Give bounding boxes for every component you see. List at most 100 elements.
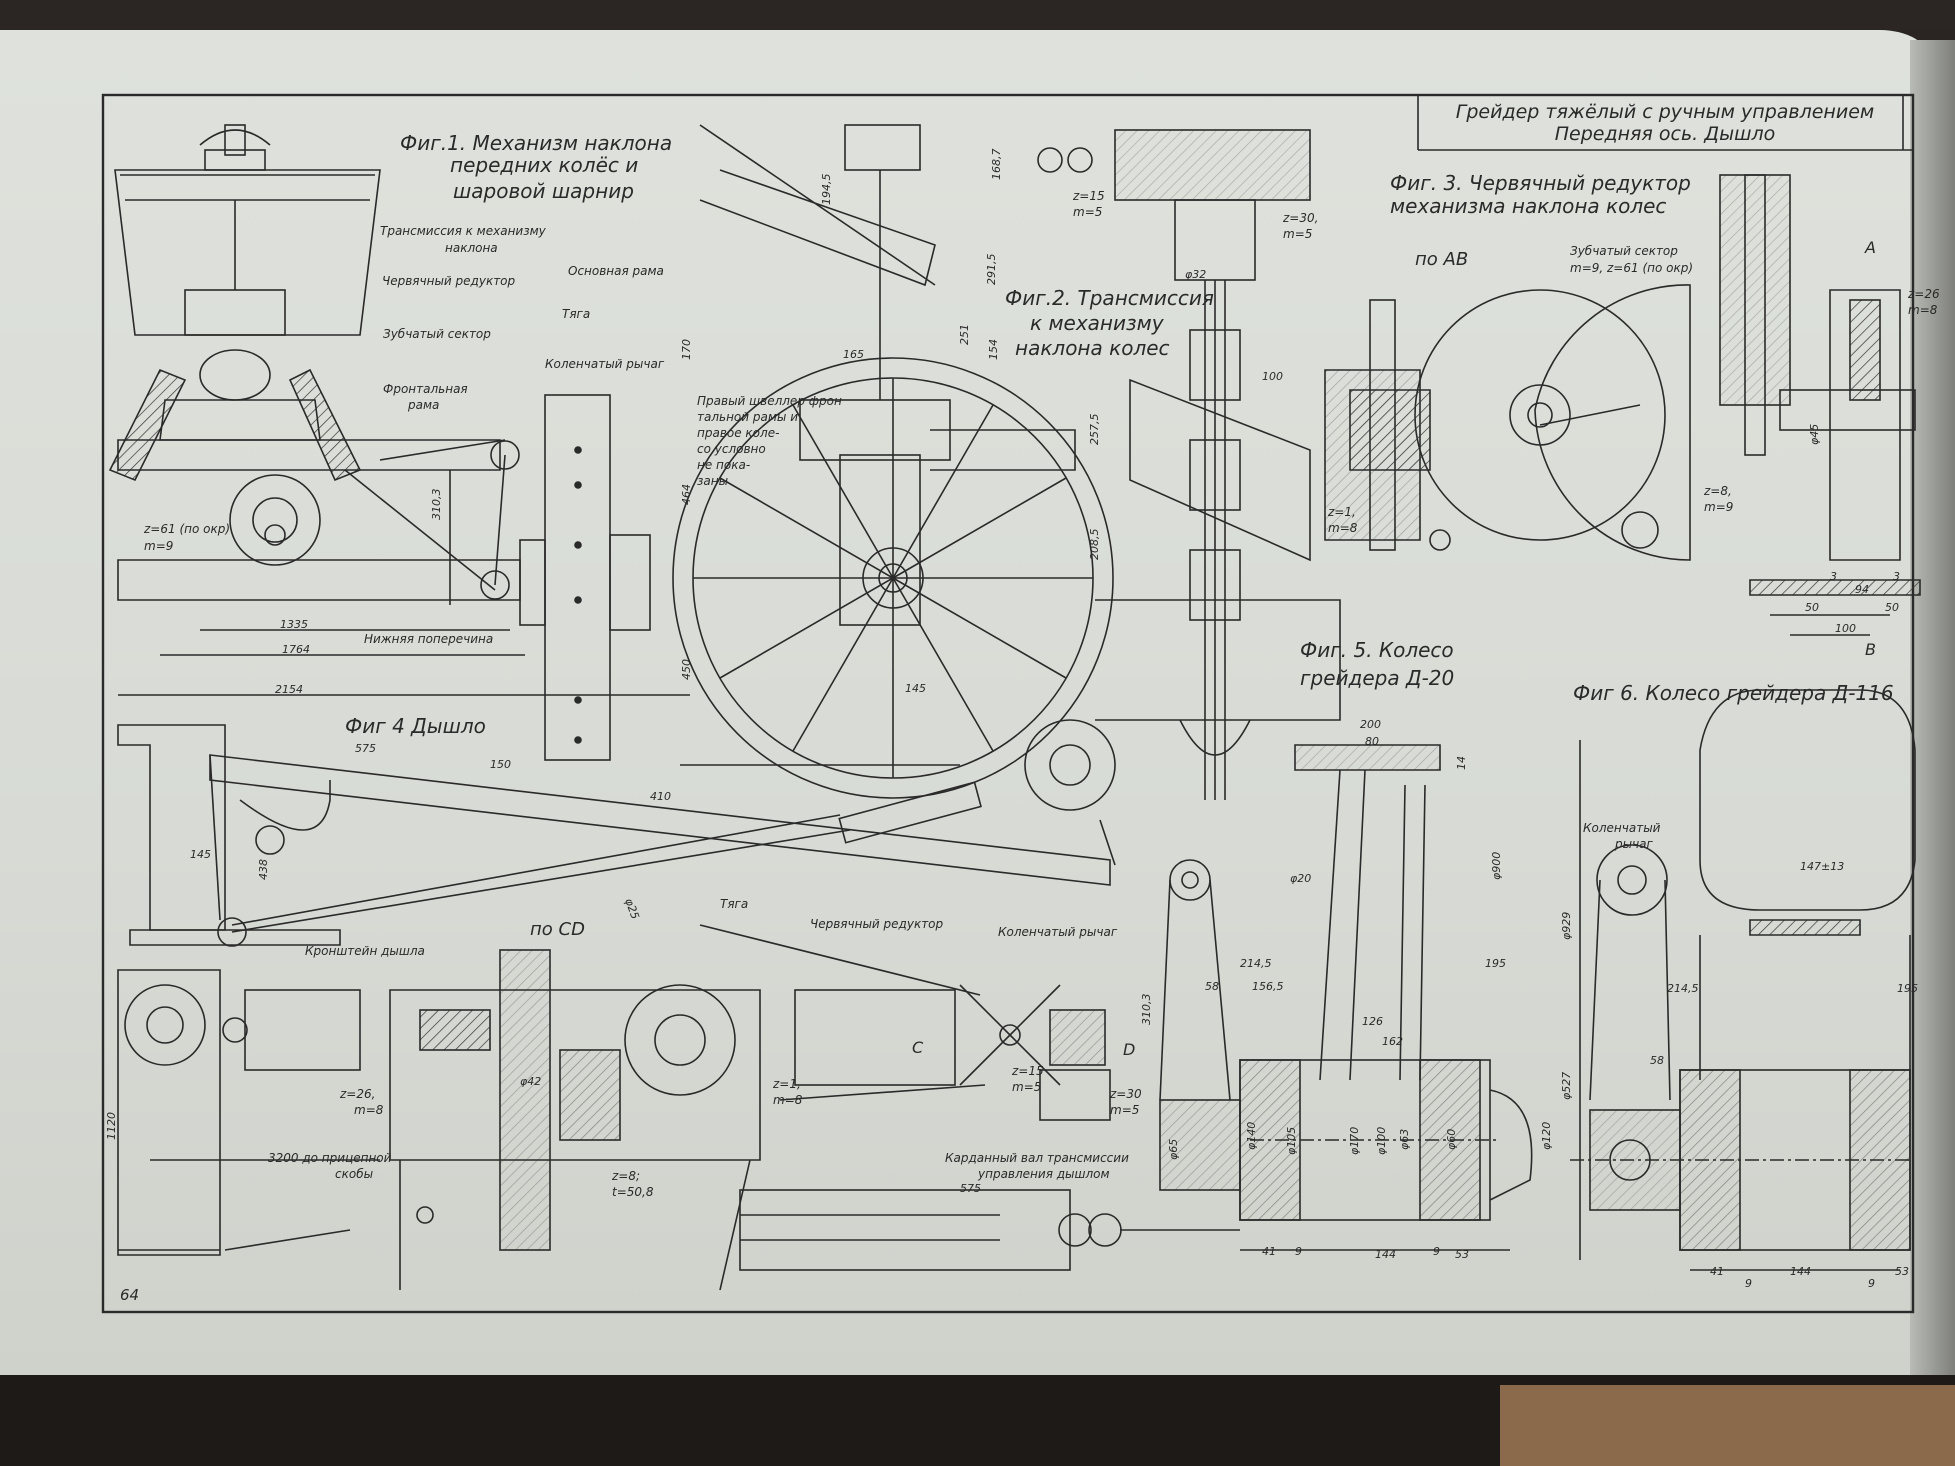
fig2-shaft	[1037, 129, 1341, 800]
fig2-text: Фиг.2. Трансмиссия к механизму наклона к…	[568, 149, 1358, 696]
fig4-label: z=8;	[611, 1169, 640, 1183]
title-line2: Передняя ось. Дышло	[1555, 123, 1776, 145]
fig6-dim: 144	[1790, 1265, 1811, 1278]
fig2-note: тальной рамы и	[697, 410, 798, 424]
fig2-label: z=15	[1072, 189, 1105, 203]
fig6-dim: φ929	[1560, 912, 1573, 940]
fig4-label: Карданный вал трансмиссии	[945, 1151, 1129, 1165]
fig4-drawbar	[117, 719, 1116, 947]
fig5-dim: 214,5	[1240, 957, 1272, 970]
fig3-label: m=9	[1704, 500, 1733, 514]
fig5-dim: 41	[1262, 1245, 1276, 1258]
fig5-dim: φ63	[1398, 1129, 1411, 1150]
fig5-dim: 14	[1455, 756, 1468, 770]
fig4-label: управления дышлом	[977, 1167, 1110, 1181]
fig1-label: рама	[407, 398, 439, 412]
fig6-dim: 214,5	[1667, 982, 1699, 995]
fig6-label: Коленчатый	[1583, 821, 1661, 835]
fig4-label: z=15	[1011, 1064, 1044, 1078]
fig5-text: Фиг. 5. Колесо грейдера Д-20 200 80 14 φ…	[1140, 638, 1553, 1261]
fig5-dim: 310,3	[1140, 994, 1153, 1026]
fig3-section	[1719, 174, 1921, 636]
fig6-dim: 41	[1710, 1265, 1724, 1278]
fig6-text: Фиг 6. Колесо грейдера Д-116 Коленчатый …	[1560, 681, 1918, 1290]
fig2-label: m=5	[1073, 205, 1102, 219]
fig3-caption-1: Фиг. 3. Червячный редуктор	[1390, 171, 1691, 195]
fig1-dim: 1764	[282, 643, 310, 656]
background-top	[0, 0, 1955, 30]
fig1-label: Фронтальная	[383, 382, 468, 396]
fig3-dim: 3	[1893, 570, 1900, 583]
fig5-dim: φ105	[1285, 1127, 1298, 1155]
fig4-dim: 438	[257, 859, 270, 880]
page-number: 64	[120, 1286, 139, 1304]
fig2-note: не пока-	[697, 458, 750, 472]
fig2-note: заны	[697, 474, 728, 488]
fig5-dim: 53	[1455, 1248, 1469, 1261]
fig5-dim: 9	[1295, 1245, 1302, 1258]
fig6-dim: φ527	[1560, 1072, 1573, 1100]
fig5-caption-1: Фиг. 5. Колесо	[1300, 638, 1454, 662]
fig1-caption-3: шаровой шарнир	[453, 179, 634, 203]
fig2-dim: 291,5	[985, 254, 998, 286]
fig3-label: m=9, z=61 (по окр)	[1570, 261, 1693, 275]
fig4-label: m=5	[1012, 1080, 1041, 1094]
fig2-dim: 208,5	[1088, 529, 1101, 561]
fig5-dim: 9	[1433, 1245, 1440, 1258]
fig2-note: Правый швеллер фрон	[697, 394, 842, 408]
fig3-label: z=26	[1907, 287, 1940, 301]
sheet-border	[101, 93, 1915, 1314]
fig1-label: Тяга	[562, 307, 590, 321]
fig1-caption-2: передних колёс и	[450, 153, 638, 177]
fig4-chain	[699, 924, 1240, 1271]
wheel-spokes	[693, 378, 1093, 778]
fig2-label: z=1,	[1327, 505, 1356, 519]
fig2-label: m=5	[1283, 227, 1312, 241]
fig3-view: по АВ	[1415, 249, 1468, 270]
fig5-dim: φ120	[1540, 1122, 1553, 1150]
fig6-dim: 58	[1650, 1054, 1664, 1067]
fig3-section-b: B	[1865, 640, 1876, 659]
fig2-caption-1: Фиг.2. Трансмиссия	[1005, 286, 1214, 310]
fig4-dim: 575	[355, 742, 376, 755]
fig2-wheel	[672, 124, 1114, 799]
fig1-label: m=9	[144, 539, 173, 553]
fig3-caption-2: механизма наклона колес	[1390, 194, 1666, 218]
fig4-label: m=8	[773, 1093, 803, 1107]
fig1-text: Фиг.1. Механизм наклона передних колёс и…	[143, 131, 672, 696]
fig3-dim: 3	[1830, 570, 1837, 583]
page-curl	[1910, 40, 1955, 1380]
fig2-dim: 168,7	[990, 149, 1003, 181]
fig4-dim: φ42	[520, 1075, 541, 1088]
fig4-dim: 150	[490, 758, 511, 771]
fig2-label: Основная рама	[568, 264, 664, 278]
fig2-caption-2: к механизму	[1030, 311, 1165, 335]
title-block-text: Грейдер тяжёлый с ручным управлением Пер…	[1456, 101, 1874, 145]
fig5-dim: 156,5	[1252, 980, 1284, 993]
fig4-dim: 575	[960, 1182, 981, 1195]
fig2-dim: 170	[680, 339, 693, 360]
fig2-note: со условно	[697, 442, 766, 456]
fig4-plan	[117, 969, 380, 1256]
fig4-label: m=5	[1110, 1103, 1139, 1117]
desk-surface	[1500, 1385, 1955, 1466]
fig4-section-d: D	[1123, 1040, 1135, 1059]
fig2-dim: 145	[905, 682, 926, 695]
fig5-dim: 195	[1485, 957, 1506, 970]
fig3-dim: 50	[1885, 601, 1899, 614]
fig2-note: правое коле-	[697, 426, 779, 440]
fig1-drawing	[108, 124, 690, 696]
fig4-label: t=50,8	[612, 1185, 654, 1199]
fig6-dim: 147±13	[1800, 860, 1844, 873]
fig5-caption-2: грейдера Д-20	[1300, 666, 1454, 690]
fig4-section-cd	[389, 949, 761, 1291]
fig1-label: Трансмиссия к механизму	[380, 224, 547, 238]
fig4-text: Фиг 4 Дышло по CD Тяга Кронштейн дышла Ч…	[105, 714, 1142, 1199]
fig5-dim: 144	[1375, 1248, 1396, 1261]
fig4-dim: φ25	[622, 897, 641, 921]
fig6-dim: 53	[1895, 1265, 1909, 1278]
fig5-dim: φ900	[1490, 852, 1503, 880]
fig4-caption: Фиг 4 Дышло	[345, 714, 486, 738]
fig5-dim: 58	[1205, 980, 1219, 993]
fig5-wheel	[1159, 744, 1533, 1251]
